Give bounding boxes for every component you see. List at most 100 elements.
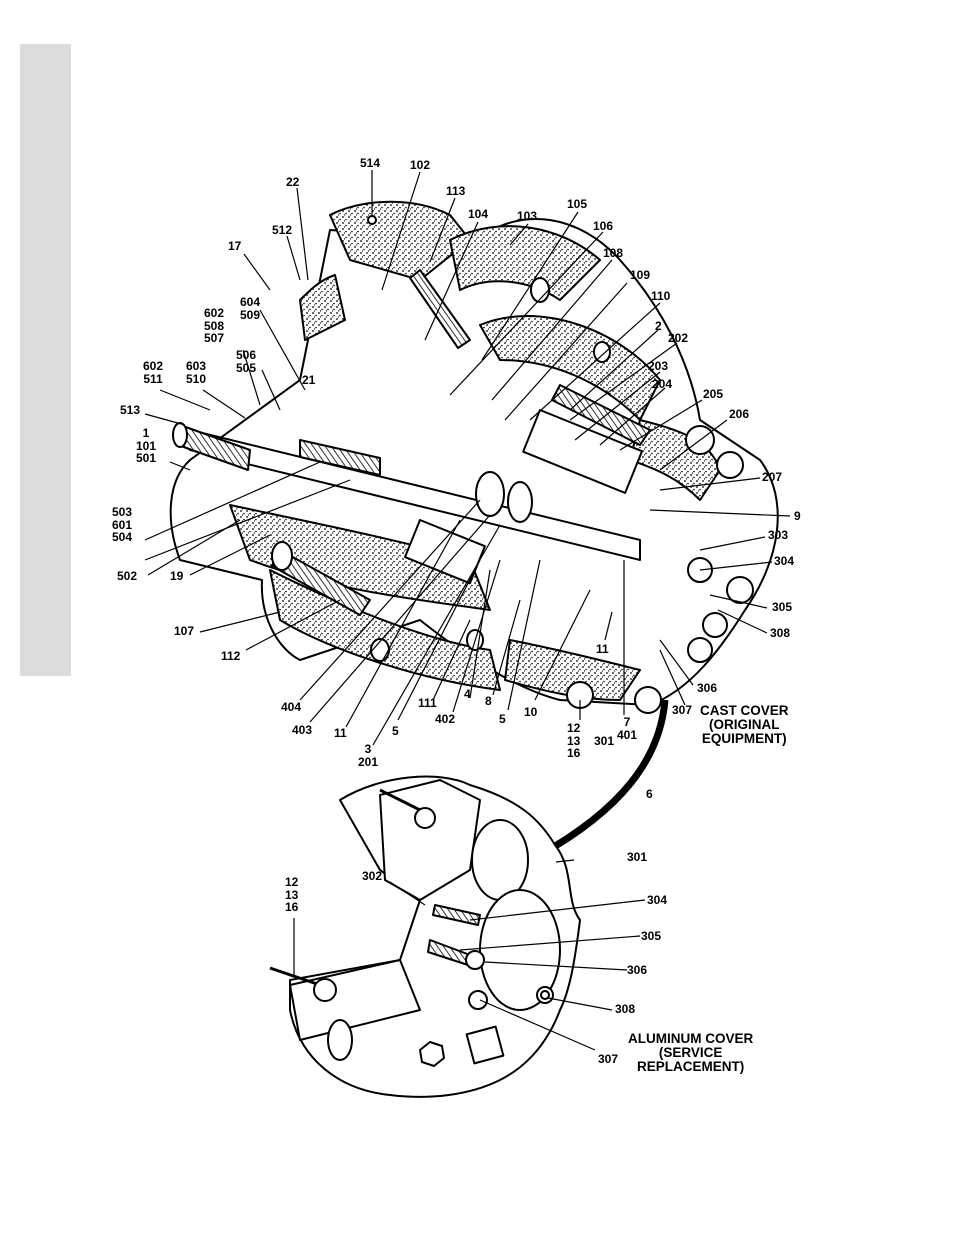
part-number: 304 <box>647 893 668 907</box>
part-number: 5 <box>499 712 506 726</box>
part-number: 102 <box>410 158 431 172</box>
part-label: 111 <box>418 697 437 710</box>
part-number: 512 <box>272 223 293 237</box>
part-number: 108 <box>603 246 624 260</box>
part-label: 113 <box>446 185 465 198</box>
upper-assembly <box>169 200 779 714</box>
part-number: 602 <box>143 359 164 373</box>
part-label: 306 <box>627 964 647 977</box>
part-number: 602 <box>204 306 225 320</box>
part-number: 403 <box>292 723 313 737</box>
part-label: 302 <box>362 870 382 883</box>
part-number: 306 <box>697 681 718 695</box>
part-number: 301 <box>627 850 648 864</box>
part-number: 101 <box>136 438 157 453</box>
part-label: 103 <box>517 210 537 223</box>
part-number: 110 <box>651 289 671 303</box>
part-number: 506 <box>236 348 257 362</box>
part-label: 304 <box>774 555 794 568</box>
part-label: 5 <box>392 725 399 738</box>
part-label: 404 <box>281 701 301 714</box>
detail-arrow <box>538 699 669 859</box>
part-label: 301 <box>594 735 614 748</box>
part-number: 3 <box>364 742 372 756</box>
part-number: 601 <box>112 517 133 532</box>
part-label: 303 <box>768 529 788 542</box>
part-label: 17 <box>228 240 241 253</box>
part-number: 21 <box>302 373 316 387</box>
part-number: 502 <box>117 569 138 583</box>
part-number: 104 <box>468 207 489 221</box>
part-label: 11 <box>334 727 347 740</box>
part-number: 2 <box>655 319 662 333</box>
part-label: 402 <box>435 713 455 726</box>
part-number: 505 <box>236 360 257 375</box>
part-label: 19 <box>170 570 183 583</box>
part-label: 10 <box>524 706 537 719</box>
part-number: 307 <box>598 1052 619 1066</box>
part-label: 502 <box>117 570 137 583</box>
part-label: 205 <box>703 388 723 401</box>
part-number: 302 <box>362 869 383 883</box>
part-label: 11 <box>596 643 609 656</box>
part-number: 308 <box>615 1002 636 1016</box>
part-label: 107 <box>174 625 194 638</box>
part-label: 513 <box>120 404 140 417</box>
part-number: 301 <box>594 734 615 748</box>
part-number: 404 <box>281 700 302 714</box>
part-number: 10 <box>524 705 538 719</box>
part-number: 203 <box>648 359 669 373</box>
part-label: 512 <box>272 224 292 237</box>
part-label: 9 <box>794 510 801 523</box>
part-number: 12 <box>285 875 299 889</box>
part-number: 13 <box>285 887 299 902</box>
part-number: 8 <box>485 694 492 708</box>
part-number: 106 <box>593 219 614 233</box>
part-number: 17 <box>228 239 242 253</box>
part-label: 308 <box>615 1003 635 1016</box>
part-number: 603 <box>186 359 207 373</box>
cover-bolts <box>566 425 754 714</box>
part-label: 5 <box>499 713 506 726</box>
part-label: 105 <box>567 198 587 211</box>
part-number: 5 <box>392 724 399 738</box>
part-number: 111 <box>418 696 437 710</box>
part-number: 508 <box>204 318 225 333</box>
aluminum-cover-drawing <box>269 775 581 1098</box>
part-number: 11 <box>334 726 347 740</box>
part-number: 509 <box>240 307 261 322</box>
part-label: 203 <box>648 360 668 373</box>
part-label: 305 <box>641 930 661 943</box>
part-number: 514 <box>360 156 381 170</box>
part-number: 307 <box>672 703 693 717</box>
part-number: 306 <box>627 963 648 977</box>
part-number: 501 <box>136 451 157 465</box>
leader-lines <box>144 170 791 746</box>
part-number: 201 <box>358 754 379 769</box>
sidebar-tab <box>20 44 71 676</box>
part-number: 504 <box>112 530 133 544</box>
aluminum-stud <box>432 904 481 926</box>
part-label: 102 <box>410 159 430 172</box>
part-number: 305 <box>641 929 662 943</box>
part-label: 110 <box>651 290 670 303</box>
part-number: 304 <box>774 554 795 568</box>
aluminum-cover-caption: ALUMINUM COVER (SERVICE REPLACEMENT) <box>628 1031 754 1074</box>
part-number: 105 <box>567 197 588 211</box>
part-label: 21 <box>302 374 315 387</box>
part-number: 401 <box>617 727 638 742</box>
part-number: 12 <box>567 721 581 735</box>
part-label: 514 <box>360 157 380 170</box>
ports <box>370 277 611 662</box>
part-label: 403 <box>292 724 312 737</box>
part-label: 109 <box>630 269 650 282</box>
part-number: 507 <box>204 331 225 345</box>
part-number: 112 <box>221 649 241 663</box>
